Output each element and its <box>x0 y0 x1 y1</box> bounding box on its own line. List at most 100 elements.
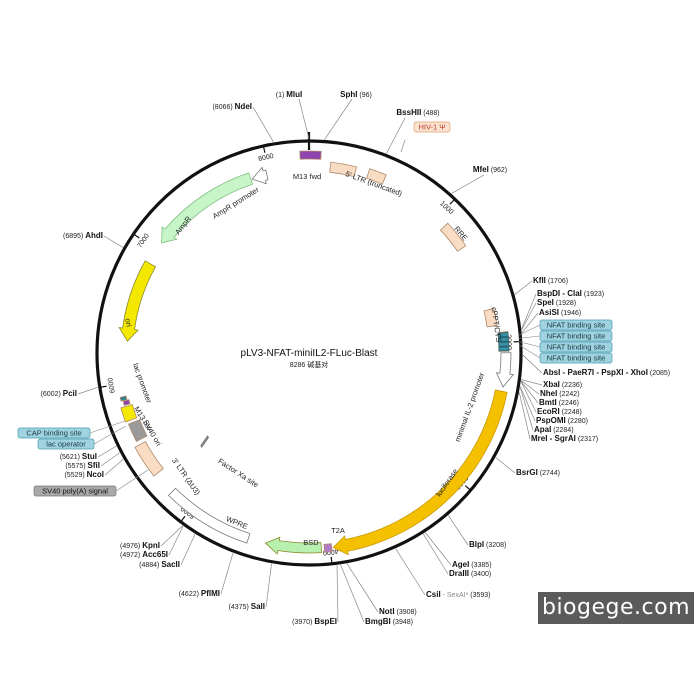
tick-mark <box>98 385 107 389</box>
annotation-box-text: NFAT binding site <box>547 354 606 363</box>
annotation-box-text: NFAT binding site <box>547 332 606 341</box>
site-position: (3970) <box>292 619 314 626</box>
annotation-leader <box>400 139 406 153</box>
site-label: NheI (2242) <box>540 389 580 398</box>
feature-luciferase <box>332 389 508 556</box>
site-position: (962) <box>489 167 507 174</box>
tick-mark <box>179 515 186 523</box>
site-leader <box>422 533 449 575</box>
site-leader <box>336 565 339 623</box>
site-name: NheI <box>540 389 557 398</box>
annotation-box-bg <box>413 121 451 133</box>
nfat-site-mark <box>498 336 509 343</box>
feature-amprprom <box>251 166 269 185</box>
annotation-leader <box>518 335 541 339</box>
site-position: (6002) <box>41 391 63 398</box>
plasmid-title: pLV3-NFAT-miniIL2-FLuc-Blast <box>241 348 378 359</box>
site-leader <box>521 379 543 386</box>
site-leader <box>395 548 426 596</box>
site-position: (3593) <box>468 592 490 599</box>
site-leader <box>298 98 310 140</box>
site-label: EcoRI (2248) <box>537 407 582 416</box>
annotation-box: SV40 poly(A) signal <box>33 485 117 497</box>
annotation-leader <box>89 420 126 434</box>
site-leader <box>519 387 534 431</box>
features <box>118 150 515 556</box>
site-label: (4972) Acc65I <box>120 550 168 559</box>
site-name: PspOMI <box>536 416 566 425</box>
site-position: (1946) <box>559 310 581 317</box>
site-position: (8066) <box>212 104 234 111</box>
site-leader <box>220 552 234 595</box>
site-name: BspEI <box>314 617 337 626</box>
site-name: AsiSI <box>539 308 559 317</box>
site-note: - SexAI* <box>441 592 469 599</box>
feature-m13fwd <box>299 150 322 160</box>
site-leader <box>521 380 540 395</box>
site-leader <box>180 533 196 566</box>
site-label: BlpI (3208) <box>469 540 506 549</box>
site-leaders <box>77 98 543 623</box>
site-label: BsrGI (2744) <box>516 468 560 477</box>
site-position: (488) <box>421 110 439 117</box>
site-position: (6895) <box>63 233 85 240</box>
annotation-box-text: NFAT binding site <box>547 321 606 330</box>
site-leader <box>265 563 272 608</box>
site-leader <box>97 445 117 458</box>
site-position: (2248) <box>560 409 582 416</box>
site-leader <box>514 280 533 295</box>
site-label: DraIII (3400) <box>449 569 491 578</box>
site-name: KpnI <box>142 541 160 550</box>
feature-lacop <box>122 399 131 406</box>
site-position: (4622) <box>179 591 201 598</box>
factor-xa-mark <box>200 435 209 449</box>
feature-label: ori <box>123 318 133 328</box>
feature-sv40ori <box>127 419 148 443</box>
site-position: (2284) <box>551 427 573 434</box>
site-label: AbsI - PaeR7I - PspXI - XhoI (2085) <box>543 368 670 377</box>
annotation-box-text: CAP binding site <box>26 429 81 438</box>
site-leader <box>386 117 406 154</box>
site-name: CsiI <box>426 590 441 599</box>
site-leader <box>100 452 120 467</box>
site-label: KflI (1706) <box>533 276 568 285</box>
tick-mark <box>449 197 456 205</box>
watermark: biogege.com <box>538 592 694 624</box>
site-leader <box>77 387 98 395</box>
site-name: NdeI <box>235 102 252 111</box>
feature-label: lac promoter <box>131 362 154 405</box>
site-name: SphI <box>340 90 357 99</box>
annotation-box: lac operator <box>37 438 95 450</box>
site-position: (1923) <box>582 291 604 298</box>
site-name: MluI <box>286 90 302 99</box>
site-name: StuI <box>82 452 97 461</box>
site-leader <box>425 532 452 566</box>
site-label: (6002) PciI <box>41 389 77 398</box>
site-position: (3208) <box>484 542 506 549</box>
annotation-box: CAP binding site <box>17 427 91 439</box>
site-name: AbsI - PaeR7I - PspXI - XhoI <box>543 368 648 377</box>
annotation-box: NFAT binding site <box>539 352 613 364</box>
feature-ampr <box>161 172 254 244</box>
annotation-leader <box>518 341 541 348</box>
site-label: (5621) StuI <box>60 452 97 461</box>
site-leader <box>104 459 124 476</box>
site-name: BsrGI <box>516 468 538 477</box>
site-leader <box>252 106 274 143</box>
site-label: MreI - SgrAI (2317) <box>531 434 598 443</box>
site-name: KflI <box>533 276 546 285</box>
site-label: (8066) NdeI <box>212 102 252 111</box>
site-leader <box>495 457 516 474</box>
site-name: BmgBI <box>365 617 391 626</box>
plasmid-size: 8286 碱基对 <box>290 360 329 369</box>
site-leader <box>324 98 353 140</box>
feature-il2 <box>495 352 515 388</box>
nfat-site-mark <box>497 332 509 338</box>
feature-label: BSD <box>303 538 319 547</box>
site-label: ApaI (2284) <box>534 425 574 434</box>
site-name: SpeI <box>537 298 554 307</box>
feature-hiv <box>366 168 387 185</box>
site-label: BssHII (488) <box>396 108 439 117</box>
